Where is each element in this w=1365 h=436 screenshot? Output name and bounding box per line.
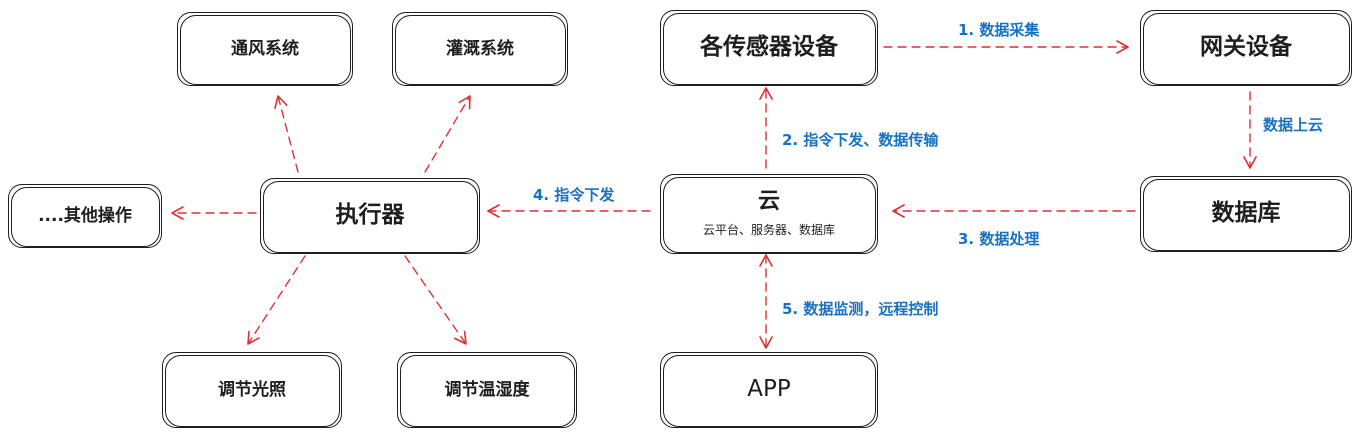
other-ops-label: ....其他操作: [38, 205, 132, 226]
cloud-node: 云 云平台、服务器、数据库: [660, 174, 878, 254]
ventilation-label: 通风系统: [231, 38, 299, 59]
actuator-node: 执行器: [260, 178, 480, 254]
database-node: 数据库: [1140, 176, 1352, 252]
app-label: APP: [747, 376, 791, 403]
gateway-label: 网关设备: [1200, 34, 1292, 61]
lighting-label: 调节光照: [218, 379, 286, 400]
app-node: APP: [660, 352, 878, 428]
irrigation-node: 灌溉系统: [392, 12, 568, 86]
arrow-actuator-to-irrigation: [424, 95, 471, 173]
actuator-label: 执行器: [335, 202, 405, 229]
other-ops-node: ....其他操作: [8, 184, 162, 248]
edge-label-command-transfer: 2. 指令下发、数据传输: [782, 131, 939, 149]
temp-humidity-node: 调节温湿度: [397, 352, 577, 428]
edge-label-command-issue: 4. 指令下发: [533, 186, 615, 204]
arrow-actuator-to-temp-humidity: [404, 255, 467, 345]
ventilation-node: 通风系统: [177, 12, 353, 86]
edge-label-data-processing: 3. 数据处理: [958, 230, 1040, 248]
database-label: 数据库: [1211, 200, 1281, 227]
sensors-node: 各传感器设备: [660, 10, 878, 86]
irrigation-label: 灌溉系统: [446, 38, 514, 59]
arrow-actuator-to-ventilation: [274, 95, 299, 173]
arrow-actuator-to-lighting: [247, 255, 306, 345]
temp-humidity-label: 调节温湿度: [444, 379, 530, 400]
gateway-node: 网关设备: [1140, 10, 1352, 86]
cloud-sublabel: 云平台、服务器、数据库: [702, 222, 835, 237]
cloud-label: 云: [757, 189, 780, 215]
edge-label-data-to-cloud: 数据上云: [1263, 116, 1324, 134]
edge-label-monitoring-control: 5. 数据监测，远程控制: [782, 300, 939, 318]
lighting-node: 调节光照: [162, 352, 342, 428]
sensors-label: 各传感器设备: [700, 34, 838, 61]
edge-label-data-collection: 1. 数据采集: [958, 21, 1040, 39]
